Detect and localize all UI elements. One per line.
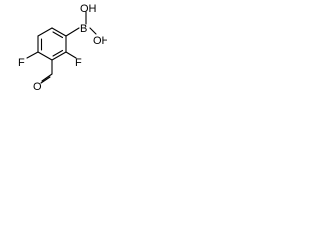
hydroxyl-upper-label: OH	[80, 3, 97, 15]
bond-aldehyde-c-o	[41, 73, 53, 82]
ring-bond-c3-c4	[37, 51, 53, 61]
bond-ring-to-fluorine-left	[26, 51, 39, 59]
bond-boron-to-hydroxyl-right	[89, 27, 97, 35]
benzene-ring	[37, 27, 67, 61]
ring-bond-c4-c5	[51, 51, 67, 61]
fluorine-right-label: F	[75, 57, 82, 69]
ring-double-bond-inner-top	[52, 31, 64, 39]
bond-ring-to-boron	[65, 27, 80, 37]
bond-ring-to-fluorine-right	[65, 51, 77, 59]
fluorine-left-label: F	[18, 57, 25, 69]
structure-diagram: B OH OH F F O	[18, 3, 107, 93]
aldehyde-oxygen-label: O	[33, 81, 42, 93]
ring-double-bond-inner-bottom	[52, 49, 64, 57]
boron-label: B	[80, 23, 87, 35]
molecule-canvas: B OH OH F F O	[0, 0, 107, 100]
ring-bond-c1-c2	[37, 27, 53, 37]
bond-aldehyde-c-o-double	[40, 76, 51, 84]
hydroxyl-right-label: OH	[93, 35, 107, 47]
ring-bond-c6-c1	[51, 27, 67, 37]
